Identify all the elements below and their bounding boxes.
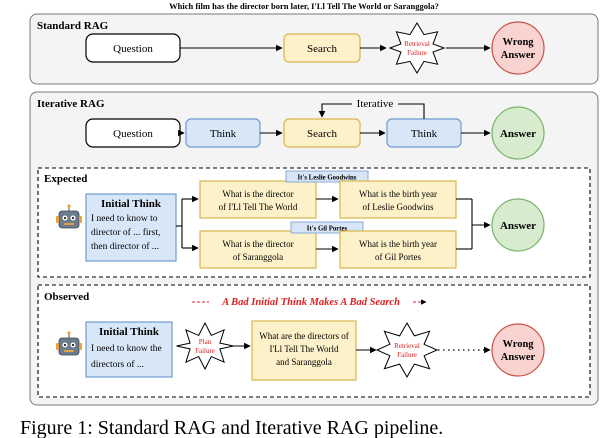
observed-retrieval-failure-line1: Retrieval xyxy=(394,342,420,350)
expected-box2-line-2: of Leslie Goodwins xyxy=(363,202,434,212)
expected-answer-label: Answer xyxy=(500,220,536,232)
observed-box-line-3: and Saranggola xyxy=(276,357,332,367)
expected-box-director-tell-world xyxy=(199,180,317,219)
expected-box-birth-gil xyxy=(339,230,457,269)
observed-initial-think-title: Initial Think xyxy=(99,326,160,338)
standard-retrieval-failure-line1: Retrieval xyxy=(404,40,430,48)
observed-plan-failure-line1: Plan xyxy=(199,338,212,346)
observed-initial-line-1: I need to know the xyxy=(91,344,162,354)
expected-initial-line-3: then director of ... xyxy=(91,241,159,252)
observed-retrieval-failure-star xyxy=(375,321,439,379)
expected-box1-line-1: What is the director xyxy=(222,189,293,199)
observed-banner-text: A Bad Initial Think Makes A Bad Search xyxy=(221,297,400,308)
observed-wrong-answer-node xyxy=(491,323,545,377)
expected-box2-line-1: What is the birth year xyxy=(359,189,437,199)
observed-wrong-answer-line2: Answer xyxy=(501,352,536,363)
standard-retrieval-failure-star xyxy=(388,22,446,74)
iterative-answer-label: Answer xyxy=(500,128,536,140)
iterative-think2-label: Think xyxy=(411,128,438,140)
question-text: Which film has the director born later, … xyxy=(169,1,439,11)
standard-rag-title: Standard RAG xyxy=(37,20,109,32)
expected-initial-line-2: director of ... first, xyxy=(91,227,160,238)
standard-question-label: Question xyxy=(113,43,153,55)
standard-search-label: Search xyxy=(307,43,337,55)
robot-icon xyxy=(56,204,82,229)
iterative-answer-node xyxy=(491,106,545,160)
expected-box-birth-leslie xyxy=(339,180,457,219)
expected-title: Expected xyxy=(44,173,87,185)
observed-box-line-1: What are the directors of xyxy=(259,331,348,341)
iterative-loop-label: Iterative xyxy=(357,98,394,110)
expected-badge-leslie xyxy=(285,170,369,183)
expected-badge-leslie-text: It's Leslie Goodwins xyxy=(298,175,357,182)
observed-plan-failure-star xyxy=(176,321,234,371)
expected-badge-gil xyxy=(290,221,364,234)
expected-box3-line-1: What is the director xyxy=(222,239,293,249)
standard-wrong-answer-node xyxy=(491,21,545,75)
figure-caption: Figure 1: Standard RAG and Iterative RAG… xyxy=(20,417,443,438)
standard-wrong-answer-line2: Answer xyxy=(501,50,536,61)
standard-wrong-answer-line1: Wrong xyxy=(502,37,534,48)
observed-title: Observed xyxy=(44,291,89,303)
expected-box1-line-2: of I'Ll Tell The World xyxy=(219,202,298,212)
iterative-think-label: Think xyxy=(210,128,237,140)
expected-initial-think-box xyxy=(85,193,177,262)
expected-box4-line-2: of Gil Portes xyxy=(375,252,421,262)
observed-box-line-2: I'Ll Tell The World xyxy=(269,344,339,354)
iterative-question-label: Question xyxy=(113,128,153,140)
standard-retrieval-failure-line2: Failure xyxy=(407,49,427,57)
expected-initial-think-title: Initial Think xyxy=(101,198,162,210)
observed-plan-failure-line2: Failure xyxy=(195,347,215,355)
expected-box3-line-2: of Saranggola xyxy=(233,252,283,262)
observed-search-box xyxy=(251,320,357,381)
expected-box-director-saranggola xyxy=(199,230,317,269)
expected-badge-gil-text: It's Gil Portes xyxy=(307,226,348,233)
expected-answer-node xyxy=(491,198,545,252)
expected-initial-line-1: I need to know to xyxy=(91,214,158,224)
iterative-rag-title: Iterative RAG xyxy=(37,98,105,110)
expected-box4-line-1: What is the birth year xyxy=(359,239,437,249)
iterative-loop-label-bg xyxy=(352,97,398,109)
observed-retrieval-failure-line2: Failure xyxy=(397,351,417,359)
observed-initial-think-box xyxy=(85,321,173,378)
robot-icon-observed xyxy=(56,331,82,356)
iterative-search-label: Search xyxy=(307,128,337,140)
observed-wrong-answer-line1: Wrong xyxy=(502,339,534,350)
observed-initial-line-2: directors of ... xyxy=(91,359,144,370)
